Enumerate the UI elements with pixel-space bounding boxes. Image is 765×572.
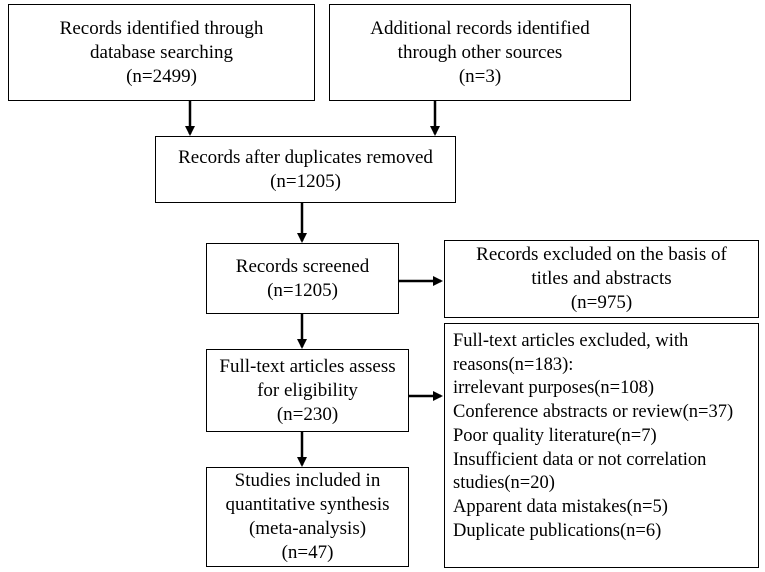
box-line: (meta-analysis)	[248, 518, 367, 539]
box-line: (n=975)	[570, 292, 633, 313]
box-line: irrelevant purposes(n=108)	[453, 378, 655, 399]
box-line: titles and abstracts	[531, 268, 672, 289]
box-line: through other sources	[397, 41, 563, 63]
box-line: Conference abstracts or review(n=37)	[453, 402, 734, 423]
box-line: Records excluded on the basis of	[476, 244, 727, 265]
box-additional-records: Additional records identified through ot…	[329, 4, 631, 101]
box-after-duplicates: Records after duplicates removed (n=1205…	[155, 136, 456, 203]
box-line: Insufficient data or not correlation	[453, 449, 707, 470]
box-line: quantitative synthesis	[225, 494, 390, 515]
box-line: (n=47)	[281, 542, 334, 563]
box-line: Full-text articles assess	[219, 355, 396, 377]
box-line: Apparent data mistakes(n=5)	[453, 496, 668, 517]
box-records-excluded: Records excluded on the basis of titles …	[444, 240, 759, 318]
box-line: (n=3)	[458, 65, 502, 87]
box-line: (n=2499)	[126, 65, 197, 87]
box-line: (n=230)	[276, 403, 339, 425]
box-line: Poor quality literature(n=7)	[453, 425, 657, 446]
box-full-text-excluded: Full-text articles excluded, with reason…	[444, 323, 759, 568]
box-line: Records after duplicates removed	[178, 146, 433, 168]
box-line: Records identified through	[59, 17, 264, 39]
box-line: Records screened	[235, 255, 370, 277]
box-line: Additional records identified	[370, 17, 590, 39]
box-full-text-assess: Full-text articles assess for eligibilit…	[206, 349, 409, 432]
box-line: for eligibility	[257, 379, 358, 401]
box-line: (n=1205)	[270, 170, 341, 192]
box-line: database searching	[90, 41, 233, 63]
box-studies-included: Studies included in quantitative synthes…	[206, 467, 409, 567]
box-records-identified: Records identified through database sear…	[8, 4, 315, 101]
box-line: Full-text articles excluded, with	[453, 331, 689, 351]
box-line: Duplicate publications(n=6)	[453, 520, 662, 541]
box-line: (n=1205)	[267, 279, 338, 301]
box-line: Studies included in	[234, 470, 381, 491]
box-line: studies(n=20)	[453, 473, 555, 494]
box-line: reasons(n=183):	[453, 354, 574, 375]
box-records-screened: Records screened (n=1205)	[206, 243, 399, 314]
